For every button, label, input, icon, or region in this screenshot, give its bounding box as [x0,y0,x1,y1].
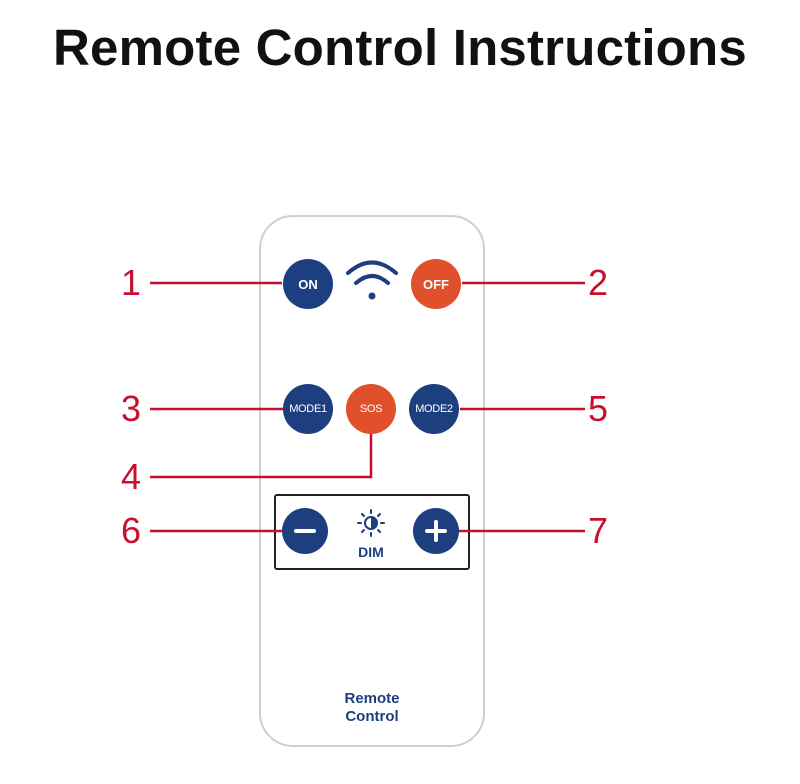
off-button-label: OFF [423,276,449,292]
remote-label-line2: Control [345,708,399,725]
mode2-button[interactable]: MODE2 [409,384,459,434]
callout-number-7: 7 [588,510,609,551]
mode1-button-label: MODE1 [289,403,327,415]
mode1-button[interactable]: MODE1 [283,384,333,434]
dim-plus-button[interactable] [413,508,459,554]
on-button-label: ON [298,276,318,292]
callout-number-6: 6 [121,510,142,551]
brightness-icon [357,509,385,537]
off-button[interactable]: OFF [411,259,461,309]
plus-icon [425,520,447,542]
callout-number-2: 2 [588,262,609,303]
dim-minus-button[interactable] [282,508,328,554]
dim-label: DIM [358,544,384,560]
minus-icon [294,529,316,533]
callout-number-4: 4 [121,456,142,497]
sos-button-label: SOS [359,403,383,415]
callout-number-1: 1 [121,262,142,303]
remote-label: Remote Control [322,690,422,726]
remote-label-line1: Remote [344,690,400,707]
mode2-button-label: MODE2 [415,403,453,415]
callout-number-5: 5 [588,388,609,429]
callout-line-4 [150,432,373,479]
wifi-icon [346,260,398,300]
on-button[interactable]: ON [283,259,333,309]
page-title: Remote Control Instructions [53,19,747,76]
callout-number-3: 3 [121,388,142,429]
sos-button[interactable]: SOS [346,384,396,434]
